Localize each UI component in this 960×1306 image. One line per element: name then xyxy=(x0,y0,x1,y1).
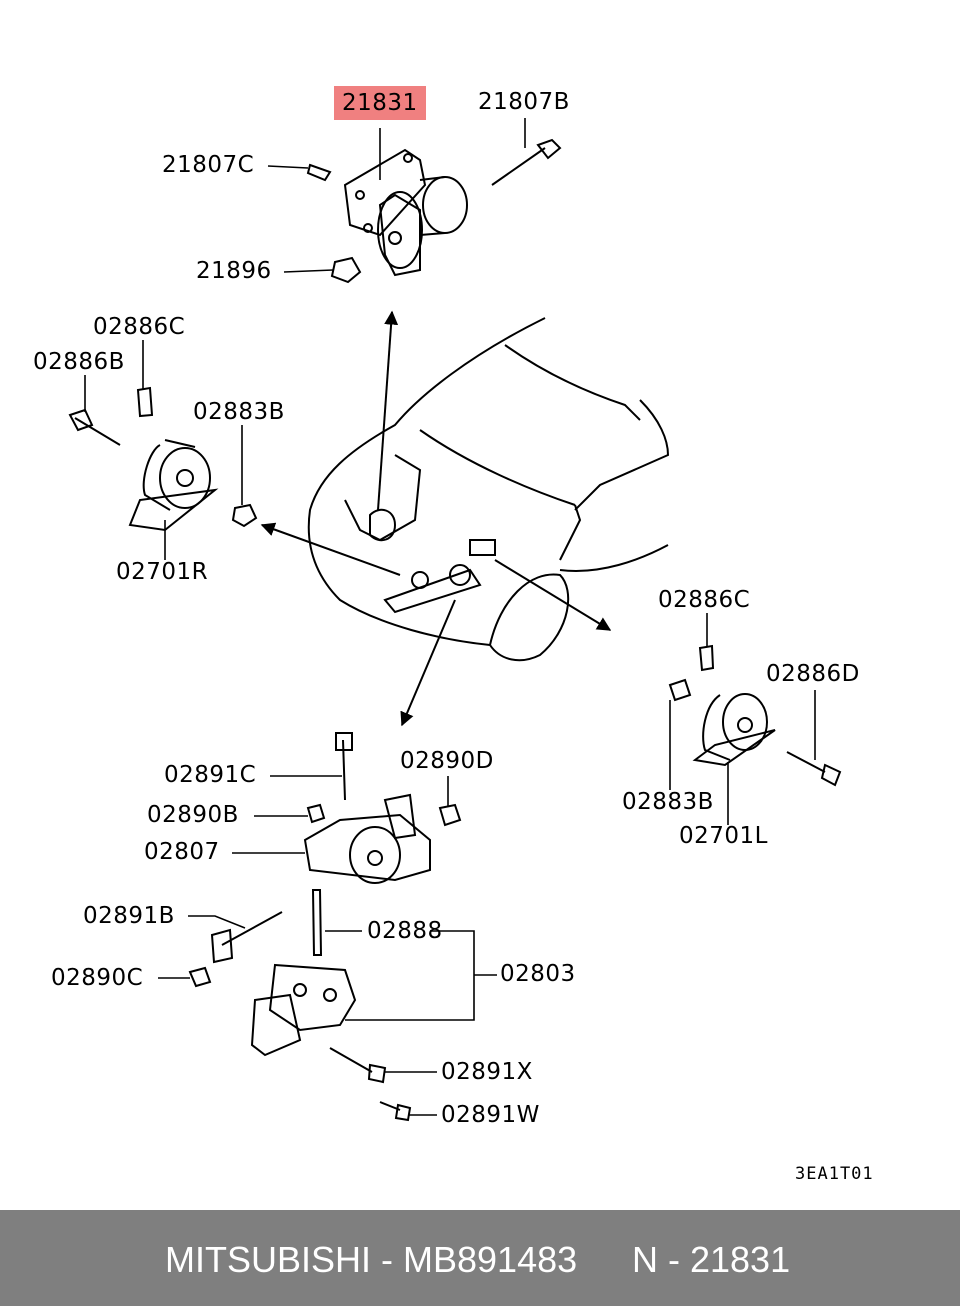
bolt-02891W xyxy=(379,1101,412,1122)
stud-02888 xyxy=(311,889,323,956)
callout-21807C: 21807C xyxy=(162,152,255,178)
callout-02891C: 02891C xyxy=(164,762,257,788)
leader-lines xyxy=(84,118,816,1116)
callout-02701L: 02701L xyxy=(679,823,768,849)
callout-02890D: 02890D xyxy=(400,748,494,774)
mount-02807 xyxy=(303,793,431,884)
footer-bar: MITSUBISHI - MB891483 N - 21831 xyxy=(0,1210,960,1306)
callout-02890C: 02890C xyxy=(51,965,144,991)
bolt-21807B xyxy=(491,138,562,186)
callout-02891B: 02891B xyxy=(83,903,175,929)
nut-02890C xyxy=(188,966,212,988)
callout-02807: 02807 xyxy=(144,839,220,865)
mount-21831 xyxy=(343,148,468,277)
nut-02890D xyxy=(438,803,462,827)
nut-21896 xyxy=(330,256,362,284)
mount-02701L xyxy=(692,693,776,767)
arrow-to-left-mount xyxy=(260,522,401,576)
callout-02890B: 02890B xyxy=(147,802,239,828)
bolt-02891B xyxy=(210,911,283,964)
bolt-02886C-right xyxy=(698,644,715,672)
arrow-to-right-mount xyxy=(494,559,612,631)
callout-21896: 21896 xyxy=(196,258,272,284)
footer-part-reference: N - 21831 xyxy=(632,1239,791,1280)
callout-21831: 21831 xyxy=(334,86,426,120)
bolt-02886D xyxy=(786,751,842,787)
bolt-02891C xyxy=(335,732,353,801)
callout-02891X: 02891X xyxy=(441,1059,533,1085)
bolt-21807C xyxy=(306,163,332,182)
diagram-code: 3EA1T01 xyxy=(795,1164,874,1184)
bracket-02803 xyxy=(250,963,357,1057)
parts-diagram xyxy=(68,118,842,1122)
nut-02883B-left xyxy=(231,503,258,528)
mount-02701R xyxy=(128,439,219,532)
callout-02886C-top: 02886C xyxy=(93,314,186,340)
callout-02886D: 02886D xyxy=(766,661,860,687)
callout-02803: 02803 xyxy=(500,961,576,987)
bolt-02891X xyxy=(329,1047,387,1084)
bolt-02886B xyxy=(68,408,121,446)
callout-21807B: 21807B xyxy=(478,89,570,115)
callout-02891W: 02891W xyxy=(441,1102,540,1128)
callout-02883B-left: 02883B xyxy=(193,399,285,425)
callout-02886C-right: 02886C xyxy=(658,587,751,613)
callout-02888: 02888 xyxy=(367,918,443,944)
callout-02701R: 02701R xyxy=(116,559,209,585)
arrow-to-21831 xyxy=(377,310,399,511)
arrow-to-lower-mount xyxy=(400,599,456,727)
callout-21831-highlight: 21831 xyxy=(334,86,426,120)
nut-02890B xyxy=(306,803,326,824)
engine-mount-assembly-car xyxy=(383,539,496,614)
nut-02883B-right xyxy=(668,678,692,702)
footer-brand-part-number: MITSUBISHI - MB891483 xyxy=(165,1239,578,1280)
callout-02886B: 02886B xyxy=(33,349,125,375)
car-body-outline xyxy=(307,317,670,662)
callout-02883B-right: 02883B xyxy=(622,789,714,815)
bolt-02886C-left xyxy=(136,386,154,418)
